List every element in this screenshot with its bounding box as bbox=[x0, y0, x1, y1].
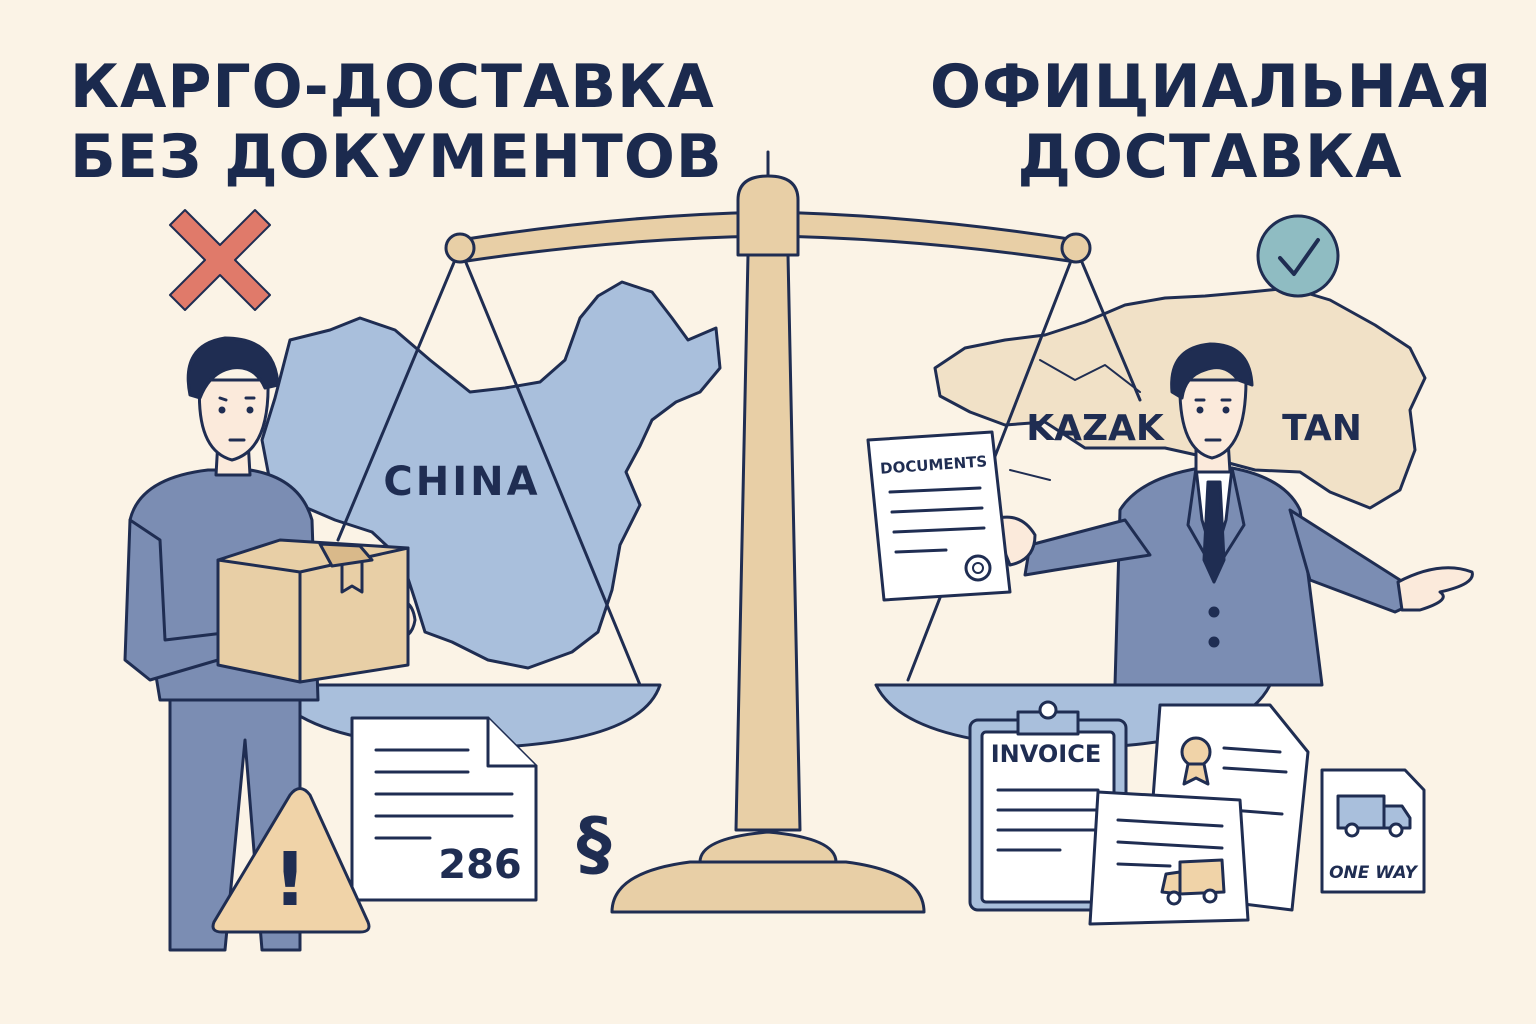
warning-symbol: ! bbox=[273, 837, 307, 923]
cardboard-box-icon bbox=[216, 538, 410, 684]
scale-pillar bbox=[734, 253, 802, 832]
right-heading: ОФИЦИАЛЬНАЯ ДОСТАВКА bbox=[930, 52, 1493, 192]
held-documents-icon bbox=[866, 430, 1012, 602]
one-way-label: ONE WAY bbox=[1329, 863, 1419, 883]
one-way-card-icon bbox=[1320, 768, 1426, 894]
left-pan-string bbox=[458, 246, 642, 687]
invoice-clipboard-icon bbox=[968, 700, 1128, 912]
document-286-icon bbox=[350, 716, 538, 902]
delivery-paper-icon bbox=[1088, 790, 1250, 926]
document-number: 286 bbox=[438, 842, 522, 888]
businessman bbox=[990, 342, 1474, 687]
china-label: CHINA bbox=[383, 459, 540, 505]
section-symbol: § bbox=[577, 803, 612, 885]
left-heading-line-1: КАРГО-ДОСТАВКА bbox=[70, 52, 715, 122]
left-pan-string bbox=[336, 246, 462, 542]
left-heading: КАРГО-ДОСТАВКА БЕЗ ДОКУМЕНТОВ bbox=[70, 52, 723, 192]
invoice-title: INVOICE bbox=[991, 740, 1102, 768]
cross-icon bbox=[169, 209, 271, 311]
kazakhstan-inner-border bbox=[1009, 359, 1141, 481]
scale-base bbox=[610, 860, 926, 914]
scale-base-top bbox=[698, 830, 838, 864]
kazakhstan-label-part2: TAN bbox=[1282, 408, 1362, 449]
kazakhstan-label-part1: KAZAK bbox=[1026, 408, 1165, 449]
right-pan-string bbox=[1074, 246, 1142, 402]
left-heading-line-2: БЕЗ ДОКУМЕНТОВ bbox=[70, 122, 723, 192]
warning-icon bbox=[211, 787, 371, 934]
right-heading-line-1: ОФИЦИАЛЬНАЯ bbox=[930, 52, 1493, 122]
check-circle-icon bbox=[1256, 214, 1340, 298]
right-heading-line-2: ДОСТАВКА bbox=[1017, 122, 1403, 192]
right-beam-knob bbox=[1060, 232, 1092, 264]
scale-pillar-head bbox=[736, 174, 800, 257]
left-beam-knob bbox=[444, 232, 476, 264]
